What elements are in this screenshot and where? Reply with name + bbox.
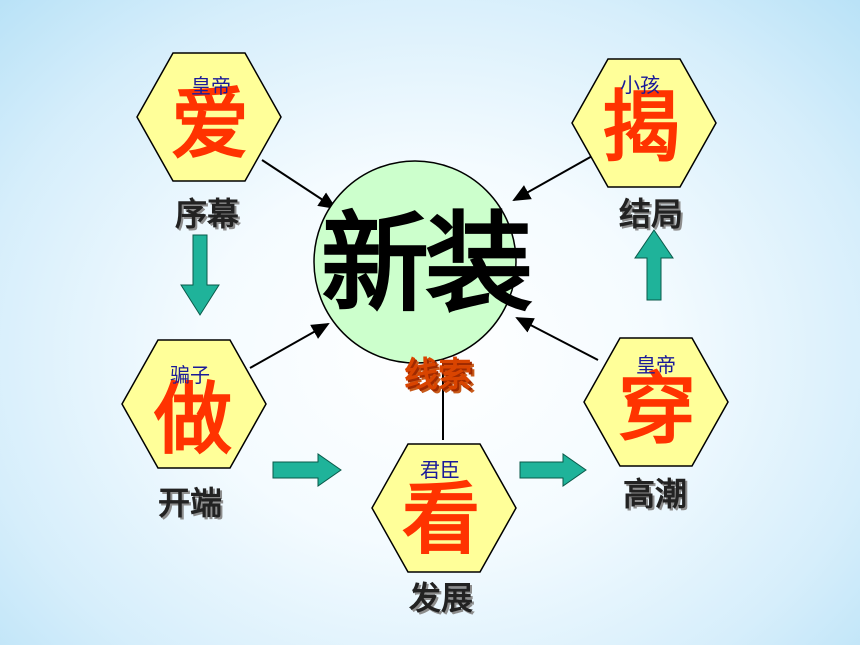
flow-arrow-up xyxy=(634,229,674,301)
hexagon-jie xyxy=(571,58,717,188)
center-word: 新装 xyxy=(320,202,533,327)
clue-label: 线索 xyxy=(404,355,472,395)
connector-jie-to-center xyxy=(512,154,595,201)
node-chuan-stage: 高潮 xyxy=(622,475,688,513)
node-kan-stage: 发展 xyxy=(408,579,474,617)
flow-arrow-right-1 xyxy=(272,453,342,487)
hexagon-kan xyxy=(371,443,517,573)
node-jie-stage: 结局 xyxy=(618,195,684,233)
node-zuo-role: 骗子 xyxy=(170,363,210,387)
node-jie-char: 揭 xyxy=(601,83,681,173)
connector-ai-to-center xyxy=(261,159,337,210)
node-chuan-role: 皇帝 xyxy=(636,353,676,377)
node-kan-role: 君臣 xyxy=(420,458,460,482)
connector-chuan-to-center xyxy=(515,317,599,361)
hexagon-chuan xyxy=(583,337,729,467)
flow-arrow-down xyxy=(180,234,220,316)
node-kan-char: 看 xyxy=(401,475,481,565)
node-ai-stage: 序幕 xyxy=(174,195,240,233)
connector-zuo-to-center xyxy=(249,323,330,369)
node-ai-char: 爱 xyxy=(170,80,250,170)
node-zuo-stage: 开端 xyxy=(157,484,223,522)
node-ai-role: 皇帝 xyxy=(191,74,231,98)
hexagon-ai xyxy=(136,52,282,182)
center-circle xyxy=(313,160,517,364)
node-zuo-char: 做 xyxy=(153,375,233,465)
flow-arrow-right-2 xyxy=(519,453,587,487)
node-jie-role: 小孩 xyxy=(620,73,660,97)
hexagon-zuo xyxy=(121,339,267,469)
node-chuan-char: 穿 xyxy=(617,365,697,455)
